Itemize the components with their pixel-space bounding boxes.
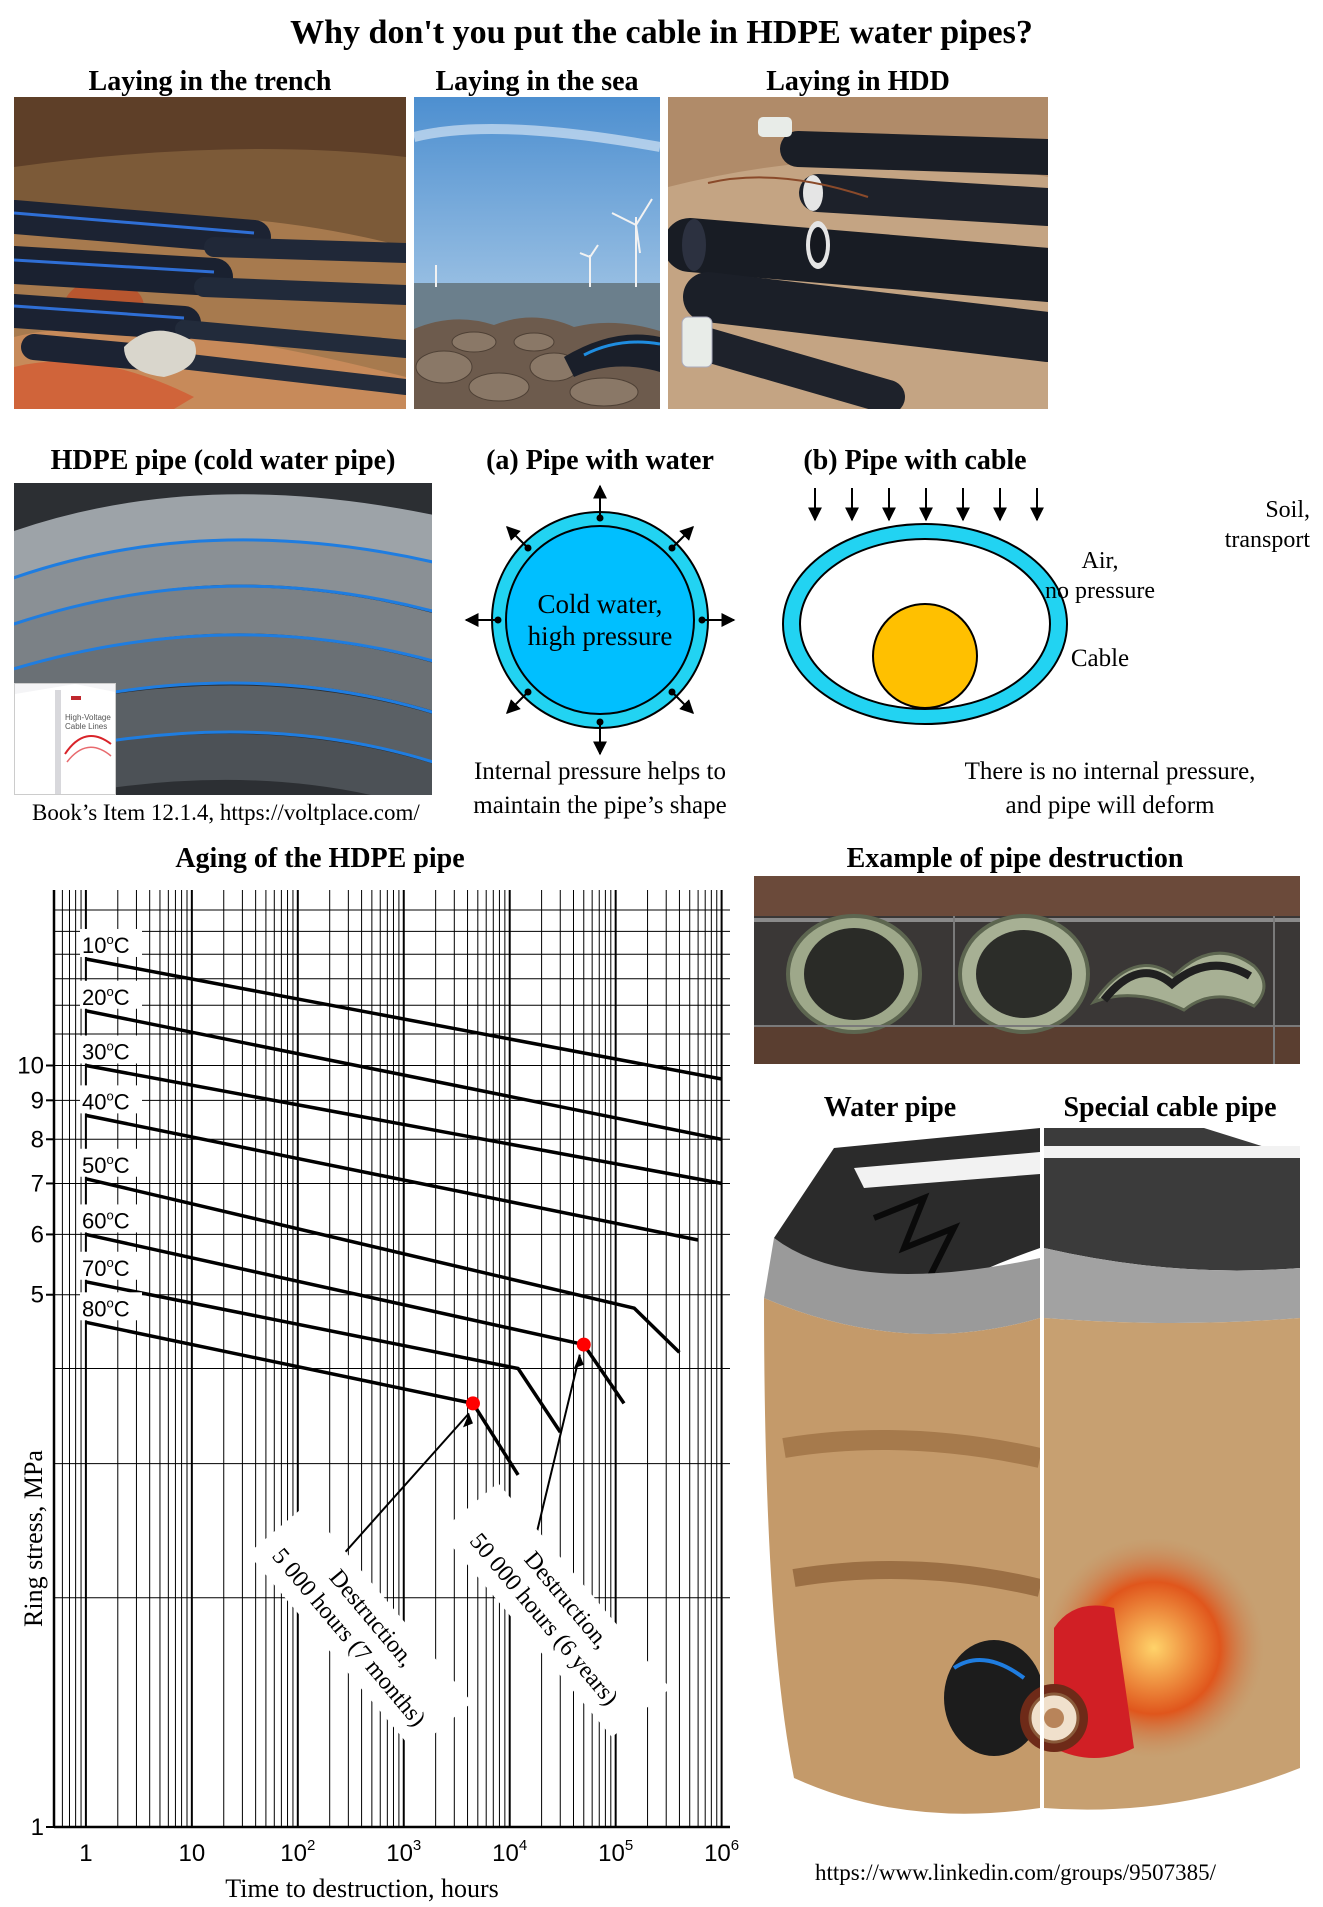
series-label-30: 30oC xyxy=(82,1038,130,1064)
series-label-bg xyxy=(80,1085,142,1114)
series-label-bg xyxy=(80,1035,142,1064)
diagram-a-title: (a) Pipe with water xyxy=(486,445,714,476)
series-label-60: 60oC xyxy=(82,1207,130,1233)
sea-caption: Laying in the sea xyxy=(435,66,639,97)
destruction-caption: Example of pipe destruction xyxy=(846,843,1184,874)
x-tick-label: 102 xyxy=(280,1837,315,1867)
diagram-b-pipe xyxy=(782,488,1068,725)
destruction-point xyxy=(576,1337,591,1352)
diagram-a-inner-line1: Cold water, xyxy=(537,589,663,619)
series-label-80: 80oC xyxy=(82,1295,130,1321)
y-tick-label: 7 xyxy=(31,1170,44,1197)
book-title-line1: High-Voltage xyxy=(65,713,111,722)
diagram-a-note-line2: maintain the pipe’s shape xyxy=(473,791,727,819)
diagram-b-soil-line2: transport xyxy=(1224,527,1310,553)
x-tick-label: 104 xyxy=(492,1837,527,1867)
cable-circle xyxy=(872,603,978,709)
cable-pipe-caption: Special cable pipe xyxy=(1063,1092,1277,1123)
series-label-bg xyxy=(80,1251,142,1280)
page-title: Why don't you put the cable in HDPE wate… xyxy=(290,14,1033,51)
diagram-b-cable-label: Cable xyxy=(1070,645,1130,672)
y-tick-label: 5 xyxy=(31,1282,44,1309)
y-tick-label: 9 xyxy=(31,1087,44,1114)
diagram-b-soil-line1: Soil, xyxy=(1265,497,1310,523)
series-label-bg xyxy=(80,1148,142,1177)
series-label-50: 50oC xyxy=(82,1152,130,1178)
y-axis-title: Ring stress, MPa xyxy=(19,1450,48,1627)
water-pipe-interior xyxy=(505,525,695,715)
y-tick-label: 6 xyxy=(31,1221,44,1248)
diagram-b-air-line2: no pressure xyxy=(1045,578,1155,604)
series-line-70 xyxy=(85,1280,562,1434)
x-tick-label: 106 xyxy=(704,1837,739,1867)
diagram-a-pipe xyxy=(464,484,736,756)
series-label-bg xyxy=(80,980,142,1009)
chart-title: Aging of the HDPE pipe xyxy=(175,843,465,874)
destruction-label-bg xyxy=(439,1482,671,1738)
diagram-b-air-line1: Air, xyxy=(1081,548,1119,574)
series-line-20 xyxy=(85,1009,722,1142)
x-axis-title: Time to destruction, hours xyxy=(225,1874,498,1903)
y-tick-label: 10 xyxy=(17,1052,44,1079)
series-label-70: 70oC xyxy=(82,1255,130,1281)
book-reference[interactable]: Book’s Item 12.1.4, https://voltplace.co… xyxy=(32,800,420,825)
y-tick-label: 8 xyxy=(31,1126,44,1153)
series-line-30 xyxy=(85,1063,722,1186)
destruction-arrowhead xyxy=(462,1413,473,1428)
series-label-40: 40oC xyxy=(82,1088,130,1114)
series-line-10 xyxy=(85,957,722,1081)
y-tick-label: 1 xyxy=(31,1814,44,1841)
series-label-bg xyxy=(80,1204,142,1233)
sea-photo xyxy=(414,97,660,409)
road-cutaway-photo xyxy=(754,1128,1300,1828)
book-title-line2: Cable Lines xyxy=(65,721,108,731)
series-line-50 xyxy=(85,1177,681,1354)
source-credit[interactable]: https://www.linkedin.com/groups/9507385/ xyxy=(815,1860,1216,1885)
destruction-pointer xyxy=(534,1354,581,1541)
x-tick-label: 1 xyxy=(79,1840,92,1867)
trench-caption: Laying in the trench xyxy=(88,66,332,97)
book-cover[interactable]: High-Voltage Cable Lines xyxy=(14,683,116,795)
series-label-10: 10oC xyxy=(82,932,130,958)
x-tick-label: 103 xyxy=(386,1837,421,1867)
diagram-b-note-line1: There is no internal pressure, xyxy=(964,758,1256,785)
hdpe-caption: HDPE pipe (cold water pipe) xyxy=(50,445,396,476)
destruction-pointer xyxy=(339,1412,470,1559)
series-line-40 xyxy=(85,1113,699,1242)
trench-photo xyxy=(14,97,406,409)
hdd-photo xyxy=(668,97,1048,409)
destruction-photo xyxy=(754,876,1300,1064)
destruction-label-bg xyxy=(247,1504,473,1752)
x-tick-label: 10 xyxy=(178,1840,205,1867)
hdd-caption: Laying in HDD xyxy=(766,66,950,97)
diagram-b-title: (b) Pipe with cable xyxy=(803,445,1027,476)
x-tick-label: 105 xyxy=(598,1837,633,1867)
destruction-point xyxy=(465,1396,480,1411)
destruction-arrowhead xyxy=(573,1354,584,1369)
diagram-a-note-line1: Internal pressure helps to xyxy=(473,758,726,785)
series-label-20: 20oC xyxy=(82,984,130,1010)
diagram-b-note-line2: and pipe will deform xyxy=(1005,791,1215,819)
aging-chart: 10oC 20oC 30oC 40oC 50oC 60oC 70oC 80oC 1 5 6 7 8 9 10… xyxy=(17,890,739,1903)
diagram-a-inner-line2: high pressure xyxy=(527,621,673,652)
series-label-bg xyxy=(80,1292,142,1321)
water-pipe-caption: Water pipe xyxy=(823,1092,957,1123)
series-label-bg xyxy=(80,928,142,957)
